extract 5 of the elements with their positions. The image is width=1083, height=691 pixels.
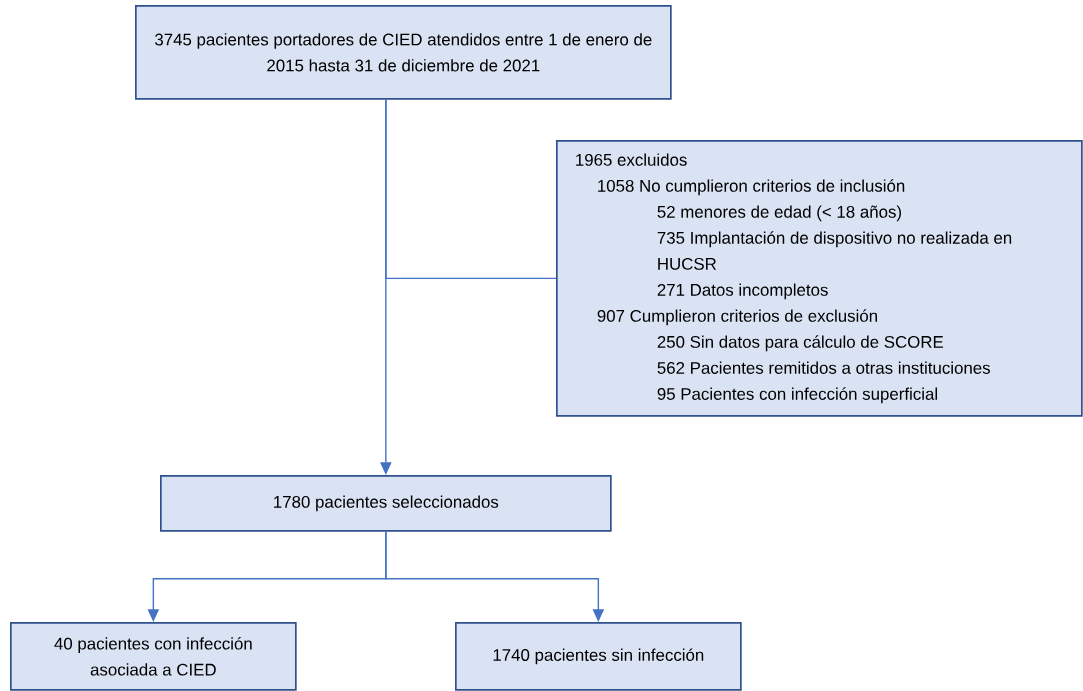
process-box: 3745 pacientes portadores de CIED atendidos entre 1 de enero de 2015 hasta 31 de diciembre de 2021 — [135, 5, 672, 100]
process-box: 1965 excluidos 1058 No cumplieron criterios de inclusión 52 menores de edad (< 18 años) 735 Implantación de dispositivo no realizada en HUCSR 271 Datos incompletos 907 Cumplieron criterios de exclusión 250 Sin datos para cálculo de SCORE 562 Pacientes remitidos a otras instituciones 95 Pacientes con infección superficial — [556, 140, 1083, 417]
process-box: 1780 pacientes seleccionados — [160, 475, 612, 532]
process-box: 1740 pacientes sin infección — [455, 622, 742, 691]
process-box: 40 pacientes con infección asociada a CIED — [10, 622, 297, 691]
